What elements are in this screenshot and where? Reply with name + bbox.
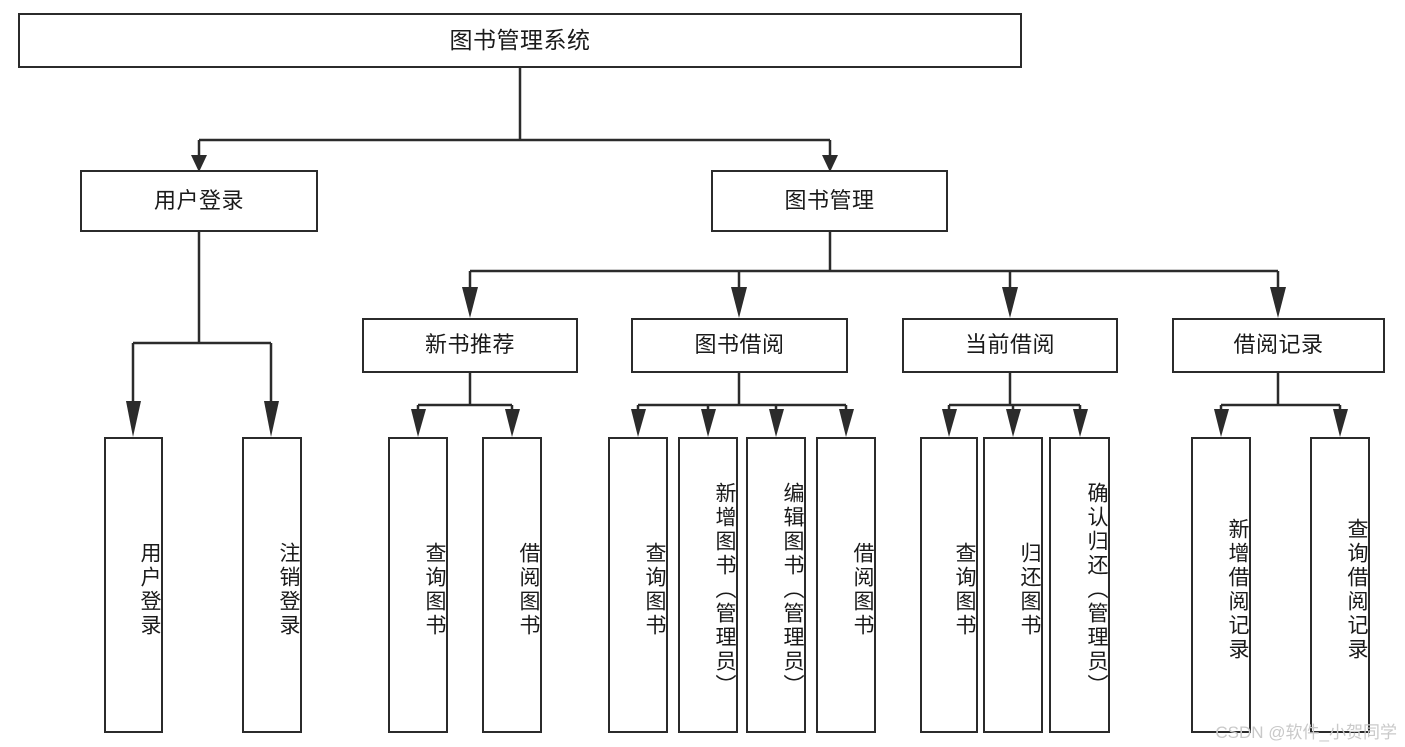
- arrowhead-leaf-logout: [264, 401, 279, 437]
- node-borrow-record-label: 借阅记录: [1233, 332, 1324, 358]
- arrowhead-cb-leaf1: [942, 409, 957, 437]
- node-borrow-record[interactable]: 借阅记录: [1172, 318, 1385, 373]
- node-book-manage[interactable]: 图书管理: [711, 170, 948, 232]
- node-leaf-query-book-1-label: 查询图书: [423, 542, 446, 638]
- csdn-watermark: CSDN @软件_小贺同学: [1215, 723, 1397, 742]
- arrowhead-cb-leaf3: [1073, 409, 1088, 437]
- node-leaf-add-book-label: 新增图书（管理员）: [713, 482, 736, 698]
- arrowhead-nb-leaf1: [411, 409, 426, 437]
- node-leaf-logout[interactable]: 注销登录: [242, 437, 302, 733]
- arrowhead-br-leaf2: [1333, 409, 1348, 437]
- node-new-book-recommend-label: 新书推荐: [424, 332, 515, 358]
- node-leaf-add-record-label: 新增借阅记录: [1226, 518, 1249, 662]
- node-leaf-logout-label: 注销登录: [277, 542, 300, 638]
- node-leaf-borrow-book-1-label: 借阅图书: [517, 542, 540, 638]
- node-new-book-recommend[interactable]: 新书推荐: [362, 318, 578, 373]
- node-leaf-borrow-book-2-label: 借阅图书: [851, 542, 874, 638]
- node-leaf-query-record[interactable]: 查询借阅记录: [1310, 437, 1370, 733]
- node-leaf-confirm-return-label: 确认归还（管理员）: [1085, 482, 1108, 698]
- node-current-borrow-label: 当前借阅: [964, 332, 1055, 358]
- node-leaf-query-book-3[interactable]: 查询图书: [920, 437, 978, 733]
- node-root-system[interactable]: 图书管理系统: [18, 13, 1022, 68]
- node-leaf-query-book-2[interactable]: 查询图书: [608, 437, 668, 733]
- node-leaf-add-book[interactable]: 新增图书（管理员）: [678, 437, 738, 733]
- node-leaf-borrow-book-1[interactable]: 借阅图书: [482, 437, 542, 733]
- arrowhead-bb-leaf2: [701, 409, 716, 437]
- arrowhead-bb-leaf3: [769, 409, 784, 437]
- node-book-borrow-label: 图书借阅: [694, 332, 785, 358]
- arrowhead-bb-leaf1: [631, 409, 646, 437]
- node-leaf-edit-book[interactable]: 编辑图书（管理员）: [746, 437, 806, 733]
- arrowhead-br-leaf1: [1214, 409, 1229, 437]
- node-book-borrow[interactable]: 图书借阅: [631, 318, 848, 373]
- arrowhead-current-borrow: [1002, 287, 1018, 318]
- node-leaf-query-book-3-label: 查询图书: [953, 542, 976, 638]
- node-current-borrow[interactable]: 当前借阅: [902, 318, 1118, 373]
- arrowhead-leaf-user-login: [126, 401, 141, 437]
- node-book-manage-label: 图书管理: [784, 187, 875, 213]
- node-leaf-return-book[interactable]: 归还图书: [983, 437, 1043, 733]
- arrowhead-borrow-record: [1270, 287, 1286, 318]
- node-leaf-query-book-2-label: 查询图书: [643, 542, 666, 638]
- arrowhead-cb-leaf2: [1006, 409, 1021, 437]
- node-leaf-user-login-label: 用户登录: [138, 542, 161, 638]
- node-leaf-confirm-return[interactable]: 确认归还（管理员）: [1049, 437, 1110, 733]
- arrowhead-bb-leaf4: [839, 409, 854, 437]
- node-leaf-query-record-label: 查询借阅记录: [1345, 518, 1368, 662]
- arrowhead-nb-leaf2: [505, 409, 520, 437]
- node-leaf-return-book-label: 归还图书: [1018, 542, 1041, 638]
- arrowhead-book-borrow: [731, 287, 747, 318]
- arrowhead-new-book: [462, 287, 478, 318]
- node-leaf-user-login[interactable]: 用户登录: [104, 437, 163, 733]
- node-leaf-add-record[interactable]: 新增借阅记录: [1191, 437, 1251, 733]
- node-root-label: 图书管理系统: [449, 26, 591, 53]
- node-leaf-borrow-book-2[interactable]: 借阅图书: [816, 437, 876, 733]
- node-user-login[interactable]: 用户登录: [80, 170, 318, 232]
- node-leaf-edit-book-label: 编辑图书（管理员）: [781, 482, 804, 698]
- node-leaf-query-book-1[interactable]: 查询图书: [388, 437, 448, 733]
- node-user-login-label: 用户登录: [153, 187, 244, 213]
